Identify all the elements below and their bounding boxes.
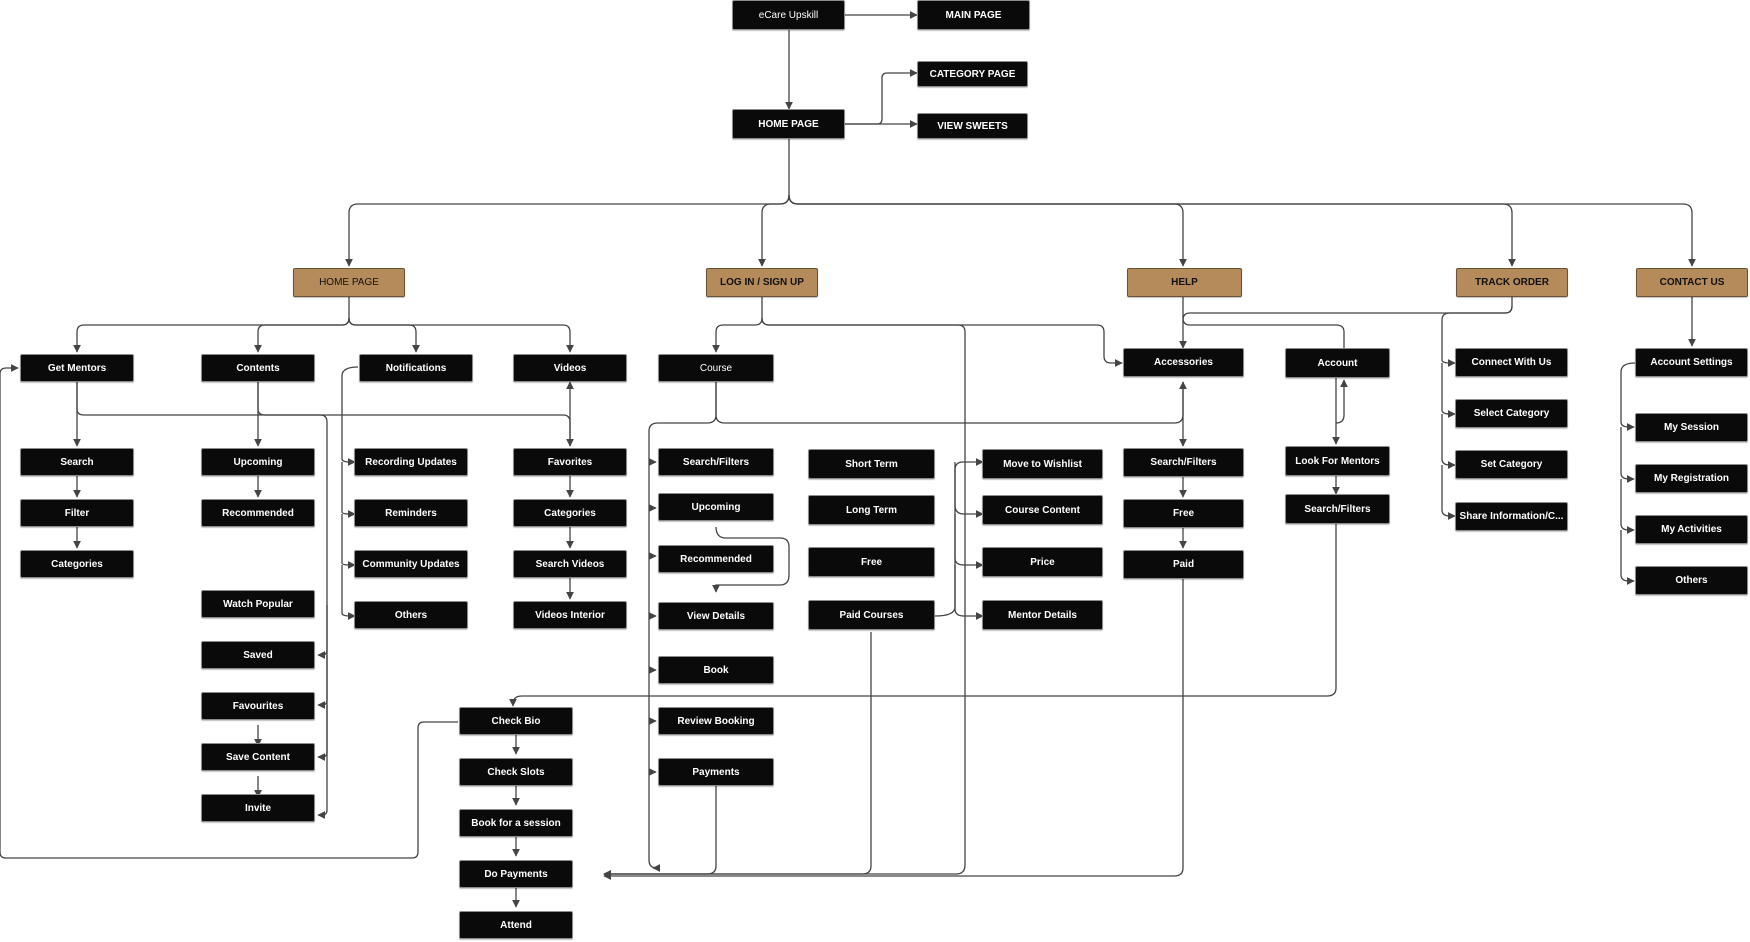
view-sweets-node: VIEW SWEETS — [917, 113, 1028, 139]
node-my-registration: My Registration — [1635, 464, 1748, 493]
node-recording-updates: Recording Updates — [354, 448, 468, 476]
node-account-settings: Account Settings — [1635, 348, 1748, 377]
node-my-session: My Session — [1635, 413, 1748, 442]
node-videos-interior: Videos Interior — [513, 601, 627, 629]
node-others-contact: Others — [1635, 566, 1748, 595]
main-page-node: MAIN PAGE — [917, 0, 1030, 30]
section-help: HELP — [1127, 268, 1242, 297]
node-recommended-contents: Recommended — [201, 499, 315, 527]
node-others-notifications: Others — [354, 601, 468, 629]
node-categories-mentors: Categories — [20, 550, 134, 578]
node-paid-courses: Paid Courses — [808, 600, 935, 630]
root-node: eCare Upskill — [732, 0, 845, 30]
node-watch-popular: Watch Popular — [201, 590, 315, 618]
node-recommended-course: Recommended — [658, 545, 774, 573]
node-free-course: Free — [808, 547, 935, 577]
node-categories-videos: Categories — [513, 499, 627, 527]
node-set-category: Set Category — [1455, 450, 1568, 479]
node-free-help: Free — [1123, 499, 1244, 528]
node-check-bio: Check Bio — [459, 707, 573, 735]
node-videos: Videos — [513, 354, 627, 382]
node-course: Course — [658, 354, 774, 382]
node-course-content: Course Content — [982, 495, 1103, 525]
node-accessories: Accessories — [1123, 348, 1244, 377]
node-check-slots: Check Slots — [459, 758, 573, 786]
section-login-signup: LOG IN / SIGN UP — [706, 268, 818, 297]
node-mentor-details: Mentor Details — [982, 600, 1103, 630]
node-search-filters-help: Search/Filters — [1123, 448, 1244, 477]
node-do-payments: Do Payments — [459, 860, 573, 888]
node-upcoming-course: Upcoming — [658, 493, 774, 521]
node-search: Search — [20, 448, 134, 476]
node-select-category: Select Category — [1455, 399, 1568, 428]
node-connect-with-us: Connect With Us — [1455, 348, 1568, 377]
node-community-updates: Community Updates — [354, 550, 468, 578]
node-long-term: Long Term — [808, 495, 935, 525]
node-payments: Payments — [658, 758, 774, 786]
category-page-node: CATEGORY PAGE — [917, 61, 1028, 87]
node-search-filters-course: Search/Filters — [658, 448, 774, 476]
node-contents: Contents — [201, 354, 315, 382]
node-reminders: Reminders — [354, 499, 468, 527]
node-view-details: View Details — [658, 602, 774, 630]
section-contact-us: CONTACT US — [1636, 268, 1748, 297]
node-favorites: Favorites — [513, 448, 627, 476]
node-notifications: Notifications — [359, 354, 473, 382]
section-track-order: TRACK ORDER — [1456, 268, 1568, 297]
node-get-mentors: Get Mentors — [20, 354, 134, 382]
node-book-for-a-session: Book for a session — [459, 809, 573, 837]
node-price: Price — [982, 547, 1103, 577]
node-look-for-mentors: Look For Mentors — [1285, 446, 1390, 476]
node-saved: Saved — [201, 641, 315, 669]
node-filter: Filter — [20, 499, 134, 527]
home-page-top-node: HOME PAGE — [732, 109, 845, 139]
node-search-filters-account: Search/Filters — [1285, 494, 1390, 524]
node-favourites: Favourites — [201, 692, 315, 720]
node-invite: Invite — [201, 794, 315, 822]
node-book: Book — [658, 656, 774, 684]
node-search-videos: Search Videos — [513, 550, 627, 578]
node-share-information: Share Information/C... — [1455, 502, 1568, 531]
node-upcoming-contents: Upcoming — [201, 448, 315, 476]
node-paid: Paid — [1123, 550, 1244, 579]
node-attend: Attend — [459, 911, 573, 939]
node-account: Account — [1285, 348, 1390, 378]
node-move-to-wishlist: Move to Wishlist — [982, 449, 1103, 479]
section-home-page: HOME PAGE — [293, 268, 405, 297]
node-review-booking: Review Booking — [658, 707, 774, 735]
node-save-content: Save Content — [201, 743, 315, 771]
node-short-term: Short Term — [808, 449, 935, 479]
node-my-activities: My Activities — [1635, 515, 1748, 544]
